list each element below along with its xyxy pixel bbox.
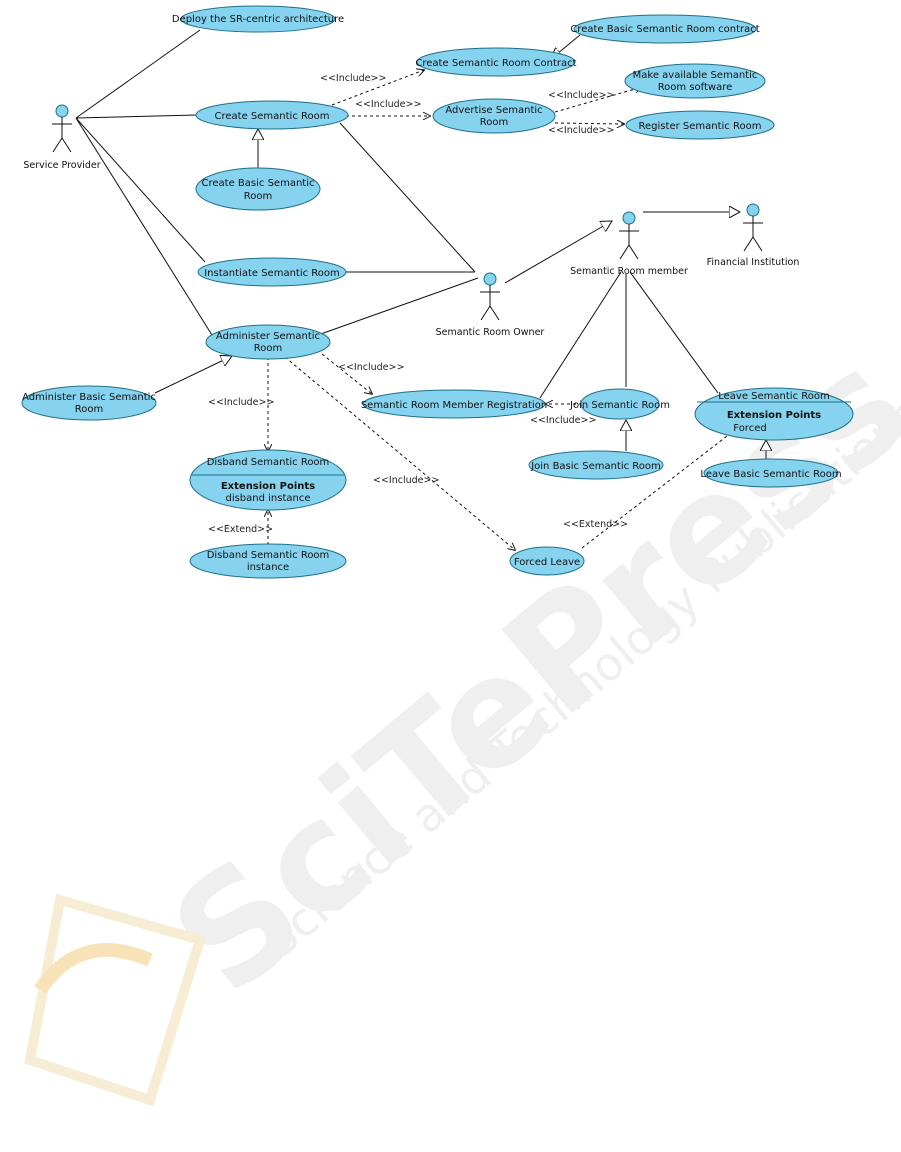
actor-label-semantic-room-owner: Semantic Room Owner [436, 327, 545, 338]
stereotype-labels: <<Include>> <<Include>> <<Include>> <<In… [208, 73, 628, 535]
svg-text:Create Semantic Room: Create Semantic Room [215, 111, 330, 122]
stereotype-include-forced-leave: <<Include>> [373, 475, 439, 486]
svg-text:Room: Room [75, 404, 103, 415]
stereotype-include-member-registration: <<Include>> [338, 362, 404, 373]
svg-text:Join Semantic Room: Join Semantic Room [569, 400, 670, 411]
actor-semantic-room-owner[interactable]: Semantic Room Owner [436, 272, 545, 338]
svg-text:Disband Semantic Room: Disband Semantic Room [207, 457, 330, 468]
usecase-join-basic[interactable]: Join Basic Semantic Room [528, 450, 664, 480]
svg-text:Register Semantic Room: Register Semantic Room [639, 121, 762, 132]
svg-text:instance: instance [247, 562, 289, 573]
assoc-member-registration [539, 271, 622, 399]
gen-owner-member [504, 221, 612, 284]
usecase-create-basic[interactable]: Create Basic Semantic Room [195, 167, 321, 211]
actor-label-service-provider: Service Provider [23, 160, 100, 171]
assoc-sp-deploy [75, 29, 201, 119]
svg-text:Semantic Room Member Registrat: Semantic Room Member Registration [361, 400, 547, 411]
actor-label-semantic-room-member: Semantic Room member [570, 266, 688, 277]
stereotype-include-register: <<Include>> [548, 125, 614, 136]
usecase-disband-instance[interactable]: Disband Semantic Room instance [189, 543, 347, 579]
assoc-sp-instantiate [75, 117, 206, 263]
usecase-instantiate[interactable]: Instantiate Semantic Room [197, 257, 347, 287]
assoc-owner-administer [317, 277, 479, 336]
actor-service-provider[interactable]: Service Provider [23, 104, 101, 171]
usecase-forced-leave[interactable]: Forced Leave [509, 546, 585, 576]
svg-text:Leave Basic Semantic Room: Leave Basic Semantic Room [700, 469, 841, 480]
usecase-deploy[interactable]: Deploy the SR-centric architecture [172, 5, 344, 33]
usecase-member-registration[interactable]: Semantic Room Member Registration [361, 389, 547, 419]
usecase-administer-basic[interactable]: Administer Basic Semantic Room [21, 385, 157, 421]
usecase-leave[interactable]: Leave Semantic Room Extension Points For… [694, 387, 854, 441]
svg-text:Instantiate Semantic Room: Instantiate Semantic Room [204, 268, 340, 279]
usecase-advertise[interactable]: Advertise Semantic Room [432, 98, 556, 134]
dep-admin-forced [284, 356, 515, 550]
stereotype-include-disband: <<Include>> [208, 397, 274, 408]
svg-text:Administer Semantic: Administer Semantic [216, 331, 320, 342]
svg-text:Room software: Room software [658, 82, 733, 93]
usecase-create[interactable]: Create Semantic Room [195, 100, 349, 130]
svg-text:Leave Semantic Room: Leave Semantic Room [718, 391, 829, 402]
svg-text:Extension Points: Extension Points [727, 410, 821, 421]
usecase-create-contract[interactable]: Create Semantic Room Contract [415, 47, 577, 77]
usecase-create-basic-contract[interactable]: Create Basic Semantic Room contract [570, 14, 760, 44]
svg-text:Extension Points: Extension Points [221, 481, 315, 492]
stereotype-include-join: <<Include>> [530, 415, 596, 426]
svg-text:Create Basic Semantic Room con: Create Basic Semantic Room contract [570, 24, 759, 35]
gen-adminbasic-admin [154, 356, 232, 394]
watermark-logo [24, 893, 207, 1107]
svg-text:Deploy the SR-centric architec: Deploy the SR-centric architecture [172, 14, 344, 25]
dep-advertise-register [554, 123, 624, 124]
assoc-sp-create [75, 114, 197, 119]
actor-financial-institution[interactable]: Financial Institution [707, 203, 800, 268]
stereotype-extend-leave: <<Extend>> [563, 519, 628, 530]
svg-text:Make available Semantic: Make available Semantic [633, 70, 758, 81]
svg-text:Disband Semantic Room: Disband Semantic Room [207, 550, 330, 561]
stereotype-include-advertise: <<Include>> [355, 99, 421, 110]
usecase-join[interactable]: Join Semantic Room [569, 388, 670, 420]
actor-semantic-room-member[interactable]: Semantic Room member [570, 211, 688, 277]
svg-text:Administer Basic Semantic: Administer Basic Semantic [22, 392, 156, 403]
usecase-disband[interactable]: Disband Semantic Room Extension Points d… [189, 449, 347, 511]
assoc-owner-create [339, 122, 476, 273]
svg-text:Forced: Forced [733, 423, 766, 434]
svg-text:Create Basic Semantic: Create Basic Semantic [202, 178, 315, 189]
svg-text:Join Basic Semantic Room: Join Basic Semantic Room [530, 461, 661, 472]
dep-create-contract [331, 70, 424, 106]
relationships [75, 29, 766, 550]
svg-text:Room: Room [254, 343, 282, 354]
assoc-sp-administer [75, 117, 213, 336]
svg-text:disband instance: disband instance [225, 493, 310, 504]
assoc-member-leave [629, 271, 719, 394]
svg-text:Create Semantic Room Contract: Create Semantic Room Contract [415, 58, 576, 69]
usecase-make-available[interactable]: Make available Semantic Room software [624, 63, 766, 99]
actor-label-financial-institution: Financial Institution [707, 257, 800, 268]
stereotype-include-make-available: <<Include>> [548, 90, 614, 101]
svg-text:Room: Room [244, 191, 272, 202]
stereotype-include-create-contract: <<Include>> [320, 73, 386, 84]
usecase-register[interactable]: Register Semantic Room [625, 110, 775, 140]
usecase-leave-basic[interactable]: Leave Basic Semantic Room [700, 458, 842, 488]
stereotype-extend-disband: <<Extend>> [208, 524, 273, 535]
usecase-administer[interactable]: Administer Semantic Room [205, 324, 331, 360]
svg-text:Room: Room [480, 117, 508, 128]
dep-admin-registration [321, 353, 372, 394]
svg-text:Forced Leave: Forced Leave [514, 557, 580, 568]
svg-text:Advertise Semantic: Advertise Semantic [445, 105, 542, 116]
